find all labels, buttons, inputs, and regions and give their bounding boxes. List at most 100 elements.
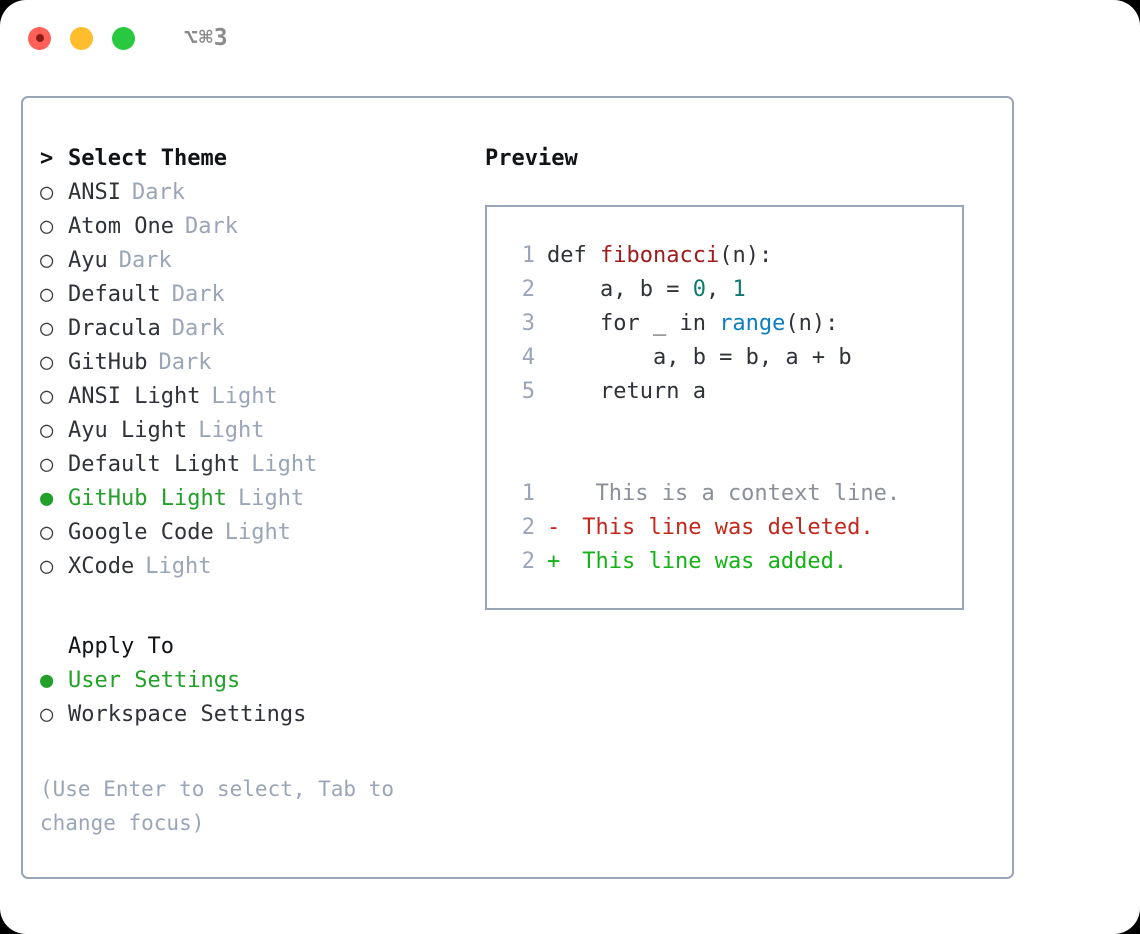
theme-name: ANSI Light — [68, 384, 201, 409]
maximize-window-icon[interactable] — [112, 26, 135, 50]
apply-to-item[interactable]: ○ Workspace Settings — [40, 702, 485, 736]
theme-list-item[interactable]: ○ ANSI Light Light — [40, 384, 485, 418]
code-line: 2 a, b = 0, 1 — [505, 277, 962, 311]
diff-text: This line was deleted. — [569, 515, 874, 540]
theme-name: GitHub Light — [68, 486, 227, 511]
radio-selected-icon[interactable]: ● — [40, 668, 54, 693]
caret-icon: > — [40, 146, 54, 171]
theme-list-item[interactable]: ○ Atom One Dark — [40, 214, 485, 248]
radio-unselected-icon[interactable]: ○ — [40, 214, 54, 239]
theme-variant-badge: Dark — [158, 350, 212, 375]
theme-name: Default — [68, 282, 161, 307]
theme-list-item[interactable]: ○ Default Dark — [40, 282, 485, 316]
radio-unselected-icon[interactable]: ○ — [40, 554, 54, 579]
theme-variant-badge: Light — [251, 452, 318, 477]
code-token: a, b = b, a + b — [547, 345, 852, 370]
theme-variant-badge: Dark — [171, 316, 225, 341]
apply-to-label: User Settings — [68, 668, 241, 693]
code-token: 0 — [692, 277, 706, 302]
code-token: (n): — [719, 243, 773, 268]
spacer — [505, 413, 962, 447]
radio-unselected-icon[interactable]: ○ — [40, 282, 54, 307]
theme-list-item[interactable]: ○ ANSI Dark — [40, 180, 485, 214]
apply-to-header: Apply To — [68, 634, 174, 659]
select-theme-header: > Select Theme — [40, 146, 485, 180]
radio-unselected-icon[interactable]: ○ — [40, 180, 54, 205]
code-token: , — [705, 277, 733, 302]
theme-name: Atom One — [68, 214, 174, 239]
radio-unselected-icon[interactable]: ○ — [40, 350, 54, 375]
line-number: 4 — [521, 345, 535, 370]
radio-unselected-icon[interactable]: ○ — [40, 384, 54, 409]
theme-variant-badge: Light — [145, 554, 212, 579]
diff-line: 2- This line was deleted. — [505, 515, 962, 549]
line-number: 5 — [521, 379, 535, 404]
radio-selected-icon[interactable]: ● — [40, 486, 54, 511]
radio-unselected-icon[interactable]: ○ — [40, 702, 54, 727]
window-controls — [28, 26, 135, 50]
theme-name: Dracula — [68, 316, 161, 341]
line-number: 2 — [521, 549, 535, 574]
apply-to-list: ● User Settings ○ Workspace Settings — [40, 668, 485, 736]
code-token: range — [719, 311, 786, 336]
keyboard-hint-text: (Use Enter to select, Tab to change focu… — [40, 777, 395, 835]
spacer — [505, 447, 962, 481]
theme-list-item[interactable]: ○ Dracula Dark — [40, 316, 485, 350]
apply-to-item[interactable]: ● User Settings — [40, 668, 485, 702]
theme-name: GitHub — [68, 350, 148, 375]
title-bar: ⌥⌘3 — [0, 0, 1140, 76]
theme-variant-badge: Light — [198, 418, 265, 443]
theme-name: Google Code — [68, 520, 214, 545]
line-number: 2 — [521, 515, 535, 540]
close-window-icon[interactable] — [28, 26, 51, 50]
code-token: for _ in — [547, 311, 720, 336]
apply-to-label: Workspace Settings — [68, 702, 307, 727]
theme-variant-badge: Dark — [171, 282, 225, 307]
theme-name: XCode — [68, 554, 135, 579]
theme-variant-badge: Dark — [184, 214, 238, 239]
code-token: (n): — [785, 311, 839, 336]
theme-name: ANSI — [68, 180, 121, 205]
radio-unselected-icon[interactable]: ○ — [40, 452, 54, 477]
code-line: 4 a, b = b, a + b — [505, 345, 962, 379]
preview-title: Preview — [485, 146, 578, 171]
diff-text: This is a context line. — [569, 481, 901, 506]
code-token: return a — [547, 379, 706, 404]
select-theme-title: Select Theme — [68, 146, 227, 171]
theme-list-item[interactable]: ● GitHub Light Light — [40, 486, 485, 520]
theme-variant-badge: Light — [211, 384, 278, 409]
theme-name: Ayu — [68, 248, 108, 273]
minimize-window-icon[interactable] — [70, 26, 93, 50]
diff-marker: + — [547, 549, 561, 574]
theme-list-item[interactable]: ○ XCode Light — [40, 554, 485, 588]
radio-unselected-icon[interactable]: ○ — [40, 248, 54, 273]
code-line: 5 return a — [505, 379, 962, 413]
line-number: 3 — [521, 311, 535, 336]
theme-variant-badge: Light — [237, 486, 305, 511]
theme-variant-badge: Dark — [131, 180, 185, 205]
theme-variant-badge: Dark — [118, 248, 172, 273]
code-token: a, b = — [547, 277, 693, 302]
theme-list-item[interactable]: ○ Ayu Dark — [40, 248, 485, 282]
radio-unselected-icon[interactable]: ○ — [40, 520, 54, 545]
radio-unselected-icon[interactable]: ○ — [40, 418, 54, 443]
code-token: fibonacci — [599, 243, 720, 268]
code-line: 3 for _ in range(n): — [505, 311, 962, 345]
spacer — [40, 588, 485, 634]
radio-unselected-icon[interactable]: ○ — [40, 316, 54, 341]
code-token: 1 — [732, 277, 746, 302]
line-number: 1 — [521, 481, 535, 506]
theme-list-item[interactable]: ○ GitHub Dark — [40, 350, 485, 384]
code-token: def — [547, 243, 600, 268]
diff-line: 2+ This line was added. — [505, 549, 962, 583]
